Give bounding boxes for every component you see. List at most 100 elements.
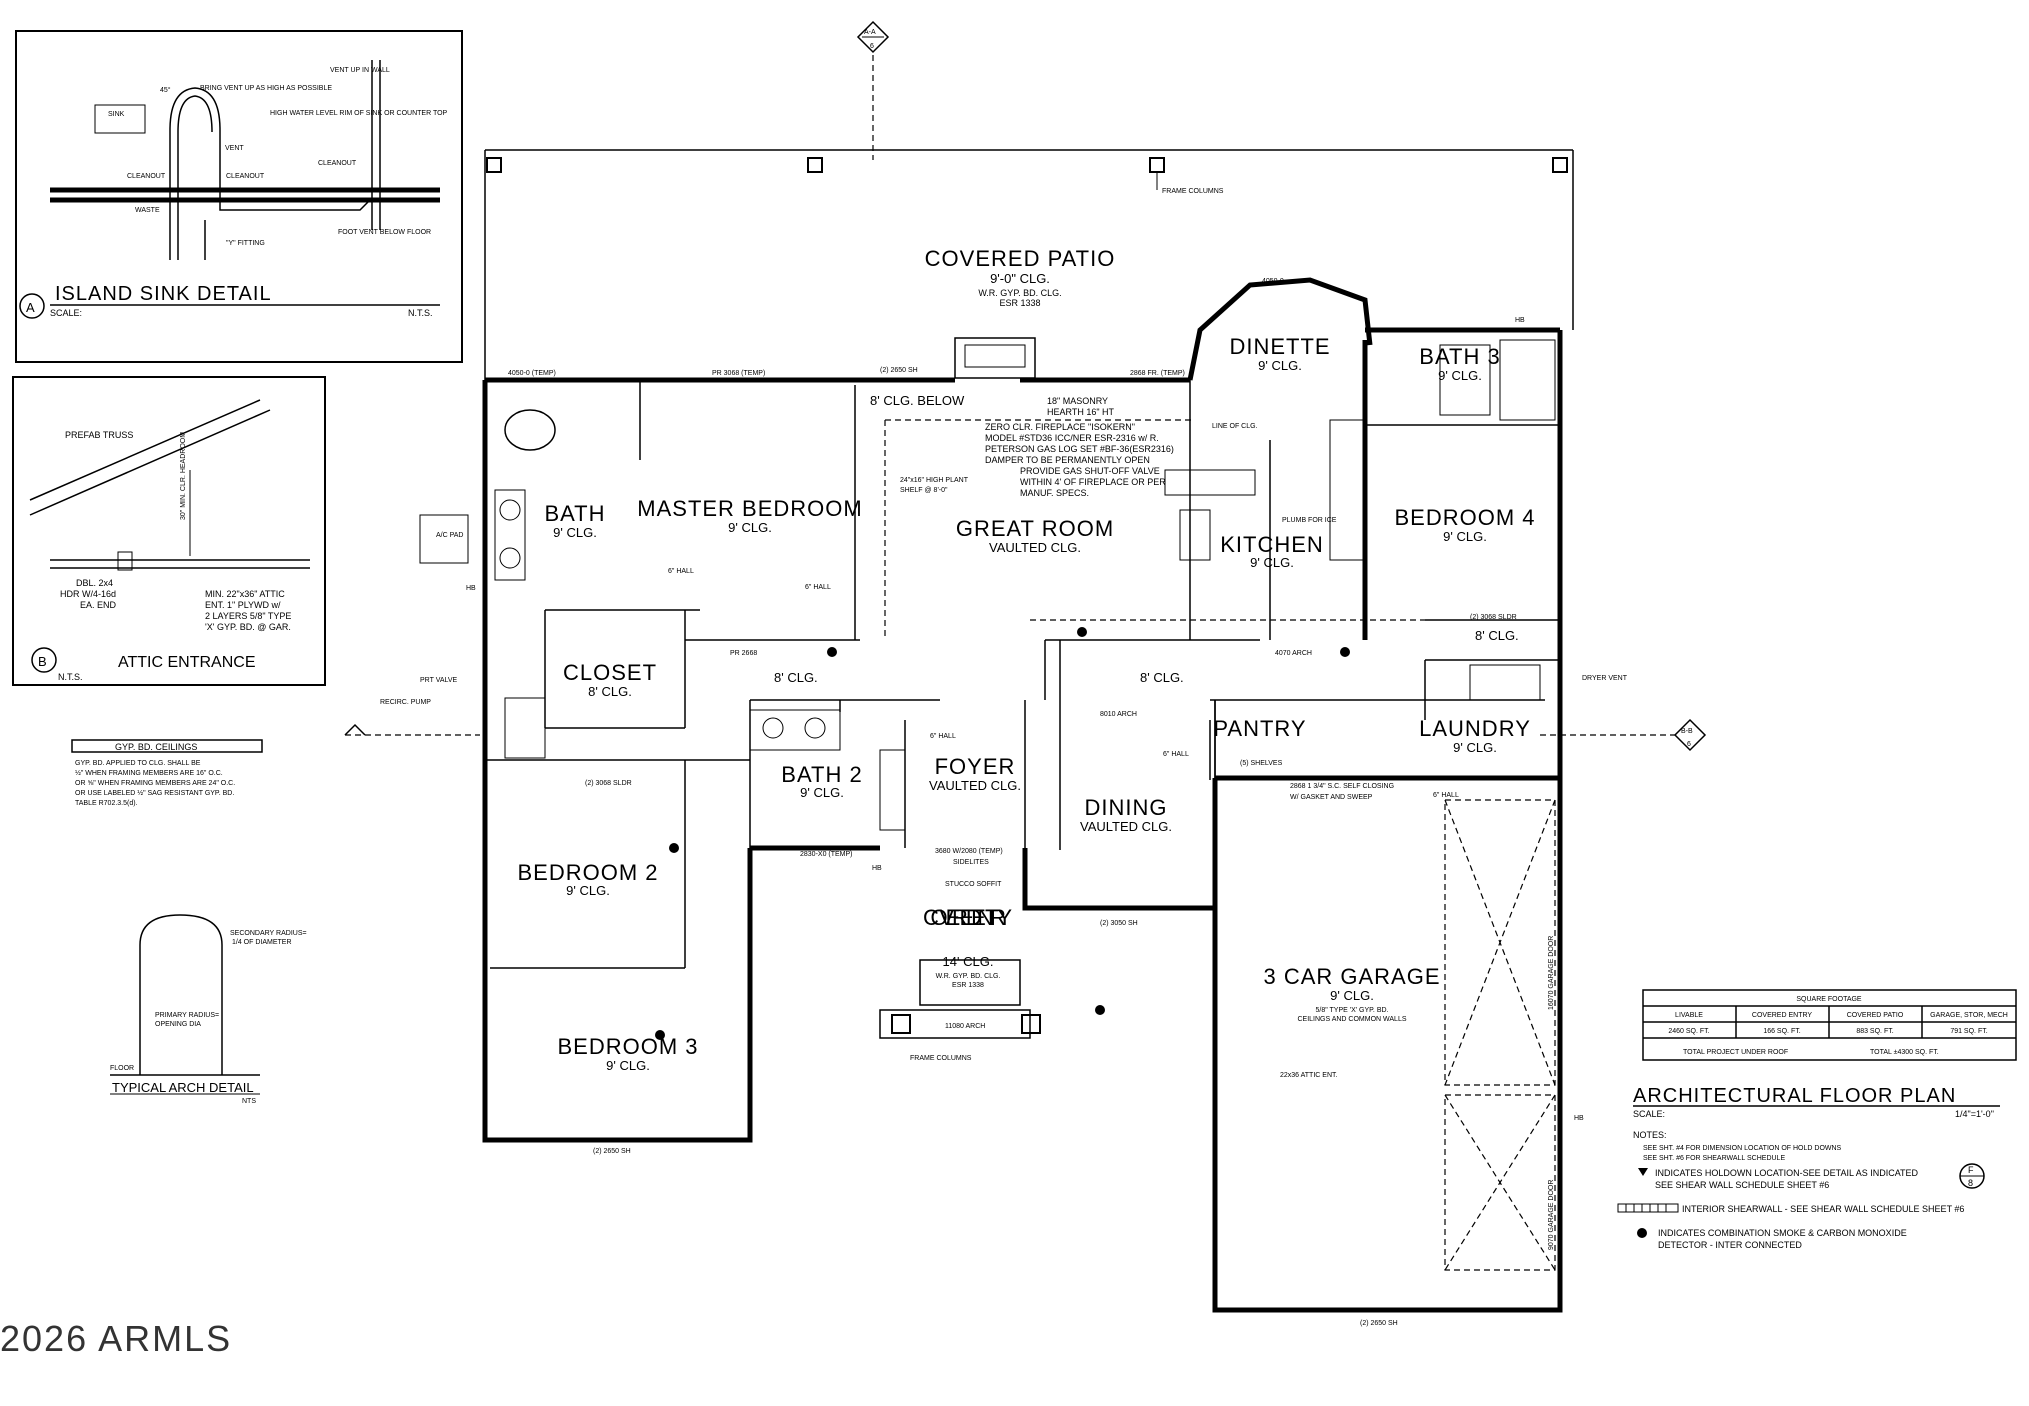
attic-note-3: HDR W/4-16d [60,589,116,599]
room-bedroom4-name: BEDROOM 4 [1394,505,1535,530]
fireplace-note-0: ZERO CLR. FIREPLACE "ISOKERN" [985,422,1135,432]
plan-annotations: FRAME COLUMNS FRAME COLUMNS 18" MASONRY … [380,188,1628,1327]
room-dinette-clg: 9' CLG. [1258,358,1302,373]
room-closet-clg: 8' CLG. [588,684,632,699]
label-door-3680: 3680 W/2080 (TEMP) [935,848,1003,855]
gyp-note-line-4: TABLE R702.3.5(d). [75,800,138,807]
label-hb-3: HB [872,865,882,872]
label-gasket: W/ GASKET AND SWEEP [1290,794,1373,801]
legend-2-text: INDICATES COMBINATION SMOKE & CARBON MON… [1658,1228,1907,1238]
sink-note-0: SINK [108,111,125,118]
plan-scale-value: 1/4"=1'-0" [1955,1109,1994,1119]
label-stucco-soffit: STUCCO SOFFIT [945,881,1002,888]
legend-0-text: INDICATES HOLDOWN LOCATION-SEE DETAIL AS… [1655,1168,1919,1178]
sink-note-7: "Y" FITTING [226,240,265,247]
title-block: ARCHITECTURAL FLOOR PLAN SCALE: 1/4"=1'-… [1617,1085,2000,1250]
plan-note-1: SEE SHT. #6 FOR SHEARWALL SCHEDULE [1643,1155,1785,1162]
attic-note-2: DBL. 2x4 [76,578,113,588]
sink-detail-tag: A [26,300,35,315]
label-win-3068: PR 3068 (TEMP) [712,370,765,377]
label-hearth-ht: HEARTH 16" HT [1047,407,1115,417]
legend-2-text2: DETECTOR - INTER CONNECTED [1658,1240,1802,1250]
gyp-note-title: GYP. BD. CEILINGS [115,742,197,752]
label-6-hall-2: 6" HALL [930,733,956,740]
room-covered-entry-clg: 14' CLG. [943,954,994,969]
covered-patio [484,149,1574,380]
label-plant-shelf-2: SHELF @ 8'-0" [900,487,948,494]
sqft-header-1: COVERED ENTRY [1752,1012,1812,1019]
island-sink-detail: SINK BRING VENT UP AS HIGH AS POSSIBLE H… [15,30,463,363]
section-a-top: A-A [864,29,876,36]
label-win-4050-dinette: 4050-0 [1262,278,1284,285]
room-bath-name: BATH [544,501,605,526]
attic-detail-tag: B [38,654,47,669]
room-laundry-clg: 9' CLG. [1453,740,1497,755]
room-covered-entry-name-1: COVERED ENTRY [923,905,1013,930]
room-bedroom3-clg: 9' CLG. [606,1058,650,1073]
garage-doors [1444,799,1556,1271]
room-kitchen-name: KITCHEN [1220,532,1324,557]
attic-note-1: 30" MIN. CLR. HEADROOM [180,432,187,520]
label-win-2650-patio: (2) 2650 SH [880,367,918,374]
label-attic-ent: 22x36 ATTIC ENT. [1280,1072,1338,1079]
room-pantry-name: PANTRY [1213,716,1306,741]
room-garage-extra-1: CEILINGS AND COMMON WALLS [1297,1016,1406,1023]
room-bedroom2-clg: 9' CLG. [566,883,610,898]
room-great-room-name: GREAT ROOM [956,516,1114,541]
room-bath3-clg: 9' CLG. [1438,368,1482,383]
room-labels: COVERED PATIO 9'-0" CLG. W.R. GYP. BD. C… [517,246,1535,1073]
room-bedroom4-clg: 9' CLG. [1443,529,1487,544]
label-win-3050-dining: (2) 3050 SH [1100,920,1138,927]
sink-note-6: WASTE [135,207,160,214]
room-garage-name: 3 CAR GARAGE [1263,964,1440,989]
plan-scale-label: SCALE: [1633,1109,1665,1119]
attic-note-4: EA. END [80,600,117,610]
label-arch-11080: 11080 ARCH [945,1023,985,1030]
room-bath-clg: 9' CLG. [553,525,597,540]
room-foyer-name: FOYER [935,754,1016,779]
sink-detail-scale-label: SCALE: [50,308,82,318]
room-laundry-name: LAUNDRY [1419,716,1531,741]
label-dryer-vent: DRYER VENT [1582,675,1628,682]
arch-detail-sub: NTS [242,1098,256,1105]
gyp-bd-note: GYP. BD. CEILINGS GYP. BD. APPLIED TO CL… [71,739,263,807]
arch-note-1: 1/4 OF DIAMETER [232,939,292,946]
arch-note-4: FLOOR [110,1065,134,1072]
label-6-hall-1: 6" HALL [668,568,694,575]
label-hb-4: HB [1574,1115,1584,1122]
label-6-hall-3: 6" HALL [1163,751,1189,758]
room-bath2-name: BATH 2 [781,762,862,787]
shearwall-hatch-icon [1617,1203,1679,1213]
sqft-header-0: LIVABLE [1675,1012,1703,1019]
section-b-bottom: 6 [1687,741,1691,748]
sink-note-2: HIGH WATER LEVEL RIM OF SINK OR COUNTER … [270,110,448,117]
sink-note-4: CLEANOUT [127,173,166,180]
plan-notes-label: NOTES: [1633,1130,1667,1140]
label-frame-columns-top: FRAME COLUMNS [1162,188,1224,195]
room-dining-name: DINING [1085,795,1168,820]
label-8-clg-laundry: 8' CLG. [1475,628,1519,643]
room-covered-entry-extra-1: ESR 1338 [952,982,984,989]
gyp-note-line-1: ½" WHEN FRAMING MEMBERS ARE 16" O.C. [75,769,223,777]
room-garage-clg: 9' CLG. [1330,988,1374,1003]
gyp-note-line-0: GYP. BD. APPLIED TO CLG. SHALL BE [75,760,201,767]
label-6-hall-4: 6" HALL [1433,792,1459,799]
fireplace-note-2: PETERSON GAS LOG SET #BF-36(ESR2316) [985,444,1174,454]
sink-note-10: FOOT VENT BELOW FLOOR [338,229,431,236]
fireplace-note: ZERO CLR. FIREPLACE "ISOKERN" MODEL #STD… [985,422,1174,498]
label-garage-door-2: 9070 GARAGE DOOR [1548,1180,1555,1250]
label-ac-pad: A/C PAD [436,532,464,539]
label-win-2650-bed3: (2) 2650 SH [593,1148,631,1155]
label-sidelites: SIDELITES [953,859,989,866]
label-garage-door-1: 16070 GARAGE DOOR [1548,936,1555,1010]
label-frame-columns-bottom: FRAME COLUMNS [910,1055,972,1062]
sink-note-8: VENT UP IN WALL [330,67,390,74]
plan-title: ARCHITECTURAL FLOOR PLAN [1633,1085,1956,1107]
label-masonry-hearth: 18" MASONRY [1047,396,1108,406]
gyp-note-line-2: OR ⅝" WHEN FRAMING MEMBERS ARE 24" O.C. [75,780,235,787]
legend-0-text2: SEE SHEAR WALL SCHEDULE SHEET #6 [1655,1180,1829,1190]
label-6-hall-5: 6" HALL [805,584,831,591]
label-arch-4070: 4070 ARCH [1275,650,1312,657]
arch-note-0: SECONDARY RADIUS= [230,930,307,937]
